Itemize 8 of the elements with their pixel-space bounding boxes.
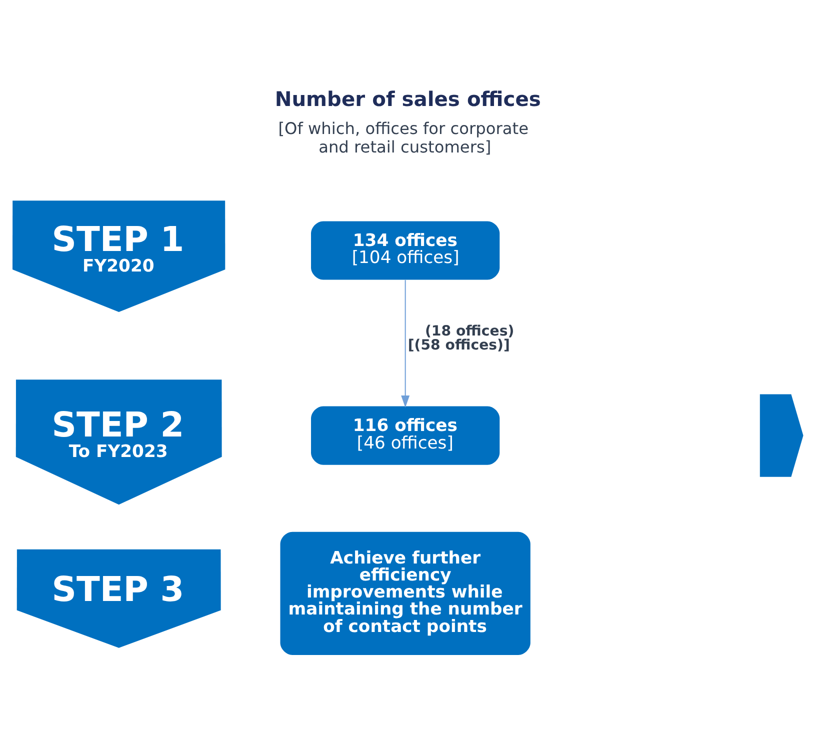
diagram-title: Number of sales offices: [274, 87, 541, 112]
node-chevron: [760, 394, 804, 477]
edge-label: (18 offices) [(58 offices)]: [408, 323, 514, 354]
node-box: 116 offices [46 offices]: [311, 406, 500, 465]
label: [Of which, offices for corporate and retail customers]: [278, 119, 529, 156]
arrow: [401, 280, 410, 408]
node-box: 134 offices [104 offices]: [311, 221, 500, 280]
node-box: Achieve further efficiency improvements while maintaining the number of contact points: [280, 532, 530, 655]
